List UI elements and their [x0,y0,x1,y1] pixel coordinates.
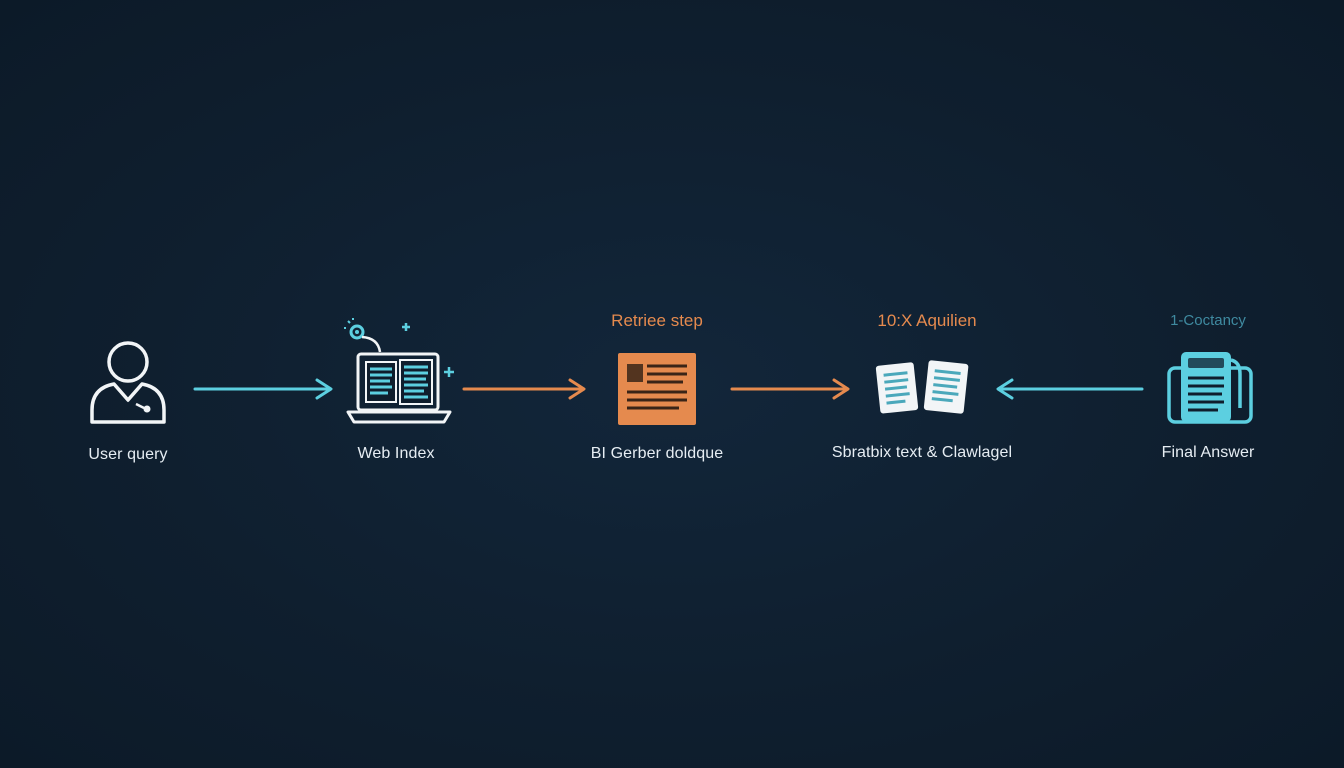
stage-label-user-query: User query [88,446,168,463]
two-documents-icon [875,360,969,414]
arrow-retrieve-to-aquilien [730,378,850,400]
stage-label-retrieve: BI Gerber doldque [590,445,724,462]
arrow-web-index-to-retrieve [462,378,586,400]
stage-label-aquilien: Sbratbix text & Clawlagel [831,444,1013,461]
stage-top-label-final: 1-Coctancy [1170,312,1246,329]
stage-top-label-retrieve: Retriee step [611,311,703,330]
document-card-icon [618,353,696,425]
stage-top-label-aquilien: 10:X Aquilien [877,311,977,330]
arrow-final-to-aquilien [996,378,1144,400]
clipboard-document-icon [1167,352,1253,424]
stage-label-final: Final Answer [1161,444,1255,461]
stage-label-web-index: Web Index [357,445,435,462]
laptop-document-icon [344,318,454,424]
user-icon [90,341,166,424]
arrow-user-to-web-index [193,378,333,400]
